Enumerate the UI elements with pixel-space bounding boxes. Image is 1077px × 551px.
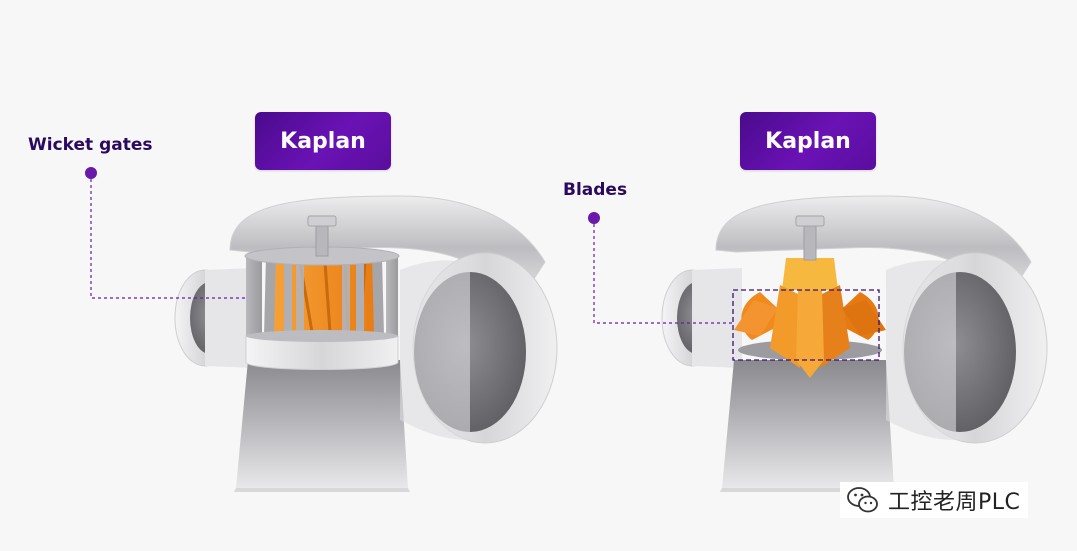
left-title: Kaplan xyxy=(280,128,366,154)
callout-dot xyxy=(85,167,97,179)
right-title: Kaplan xyxy=(765,128,851,154)
right-title-badge: Kaplan xyxy=(740,112,876,170)
callout-dot xyxy=(588,212,600,224)
watermark: 工控老周PLC xyxy=(840,482,1029,518)
wechat-icon xyxy=(847,487,878,513)
wicket-gates-callout xyxy=(85,167,248,299)
blades-label: Blades xyxy=(563,180,628,200)
blades-highlight-box xyxy=(732,289,880,361)
left-title-badge: Kaplan xyxy=(255,112,391,170)
left-turbine xyxy=(174,195,558,492)
right-turbine xyxy=(661,195,1048,492)
blades-callout xyxy=(588,212,880,361)
watermark-text: 工控老周PLC xyxy=(888,490,1021,515)
wicket-gates-label: Wicket gates xyxy=(28,135,153,155)
